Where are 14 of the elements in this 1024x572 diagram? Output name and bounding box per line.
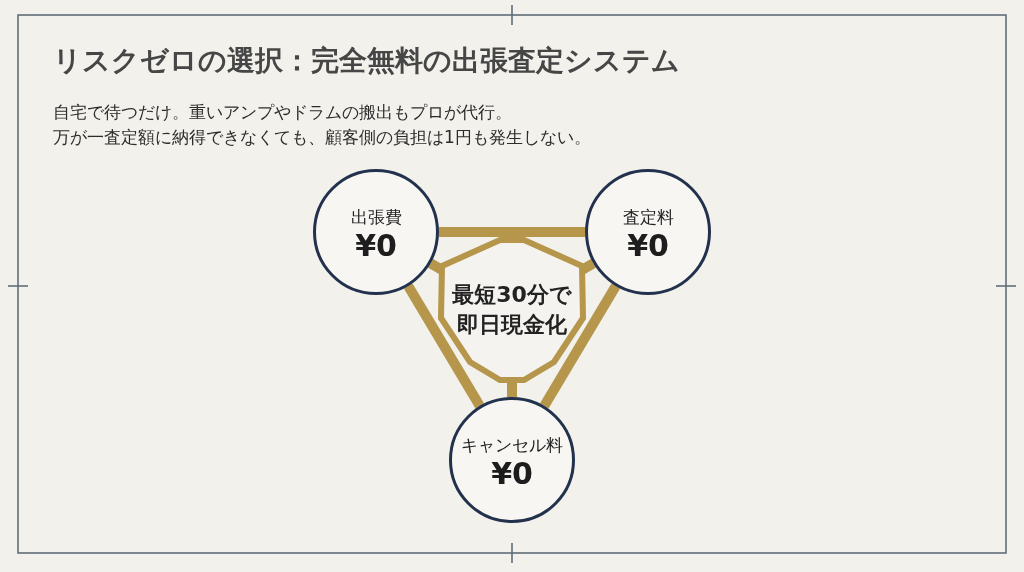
connector-line [539, 283, 621, 409]
connector-line [439, 227, 585, 237]
price-value: ¥0 [491, 456, 533, 492]
price-value: ¥0 [627, 228, 669, 264]
fee-label: 出張費 [350, 206, 402, 228]
fee-label: キャンセル料 [461, 434, 563, 456]
fee-label: 査定料 [622, 206, 674, 228]
title-text: リスクゼロの選択：完全無料の出張査定システム [53, 43, 680, 79]
polygon-node [438, 237, 586, 383]
price-value: ¥0 [355, 228, 397, 264]
headline-text: 最短30分で即日現金化 [452, 281, 572, 339]
body-text: 万が一査定額に納得できなくても、顧客側の負担は1円も発生しない。 [53, 126, 592, 149]
body-text: 自宅で待つだけ。重いアンプやドラムの搬出もプロが代行。 [53, 101, 513, 124]
connector-line [403, 283, 485, 409]
